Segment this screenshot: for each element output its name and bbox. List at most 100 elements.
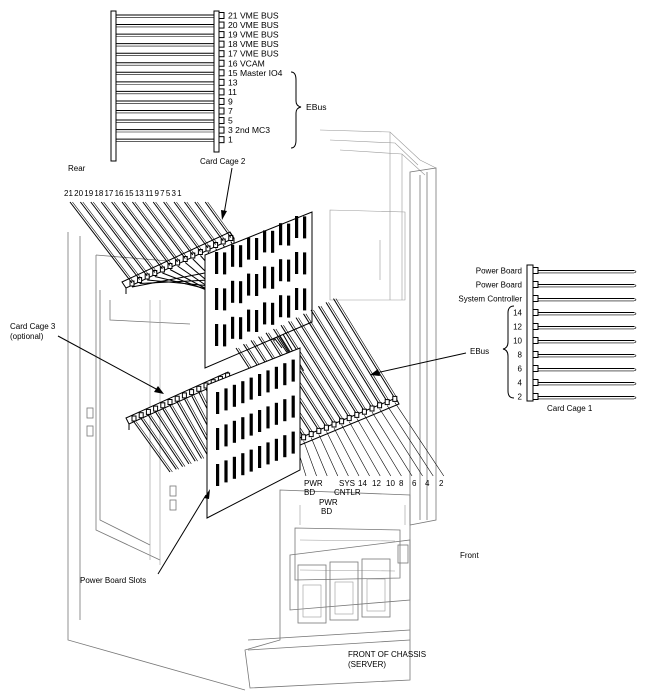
cage-wire [152, 201, 194, 256]
cage-wire [179, 402, 211, 456]
cage-wire [196, 201, 226, 242]
bottom-slot-labels: PWR BD SYS CNTLR 14 12 10 8 6 4 2 PWR BD [304, 479, 444, 516]
backplane-connector [249, 449, 253, 472]
backplane-connector [283, 435, 287, 458]
backplane-connector [224, 460, 228, 483]
card-slot-tab [175, 259, 181, 266]
backplane-connector [266, 442, 270, 465]
cage-wire [394, 402, 445, 477]
connector-pin [218, 59, 225, 67]
card-slot-tab [152, 270, 158, 276]
cage-wire [142, 201, 186, 259]
backplane-connector [231, 316, 235, 339]
backplane-connector [295, 252, 299, 274]
card-cage-3-arrowhead [154, 386, 164, 394]
card-slot-tab [301, 434, 307, 441]
cage-wire [113, 201, 166, 270]
slot-label: 17 VME BUS [228, 49, 279, 59]
cage-wire [133, 421, 171, 473]
cage-wire [172, 405, 205, 459]
connector-pin [532, 295, 539, 302]
cage-wire [144, 201, 188, 259]
connector-pin [218, 12, 225, 19]
card-slot-tab [361, 408, 367, 415]
rear-label: Rear [68, 164, 86, 173]
card-cage-2-arrowhead [221, 210, 227, 220]
line-end [633, 340, 637, 344]
card-slot-tab [331, 421, 337, 428]
slot-label: 8 [399, 479, 404, 488]
card-slot-tab [354, 411, 360, 418]
cage-wire [132, 201, 178, 263]
cage-wire [310, 437, 328, 477]
backplane-connector [287, 223, 291, 246]
card-slot-tab [308, 431, 314, 438]
backplane-connector [295, 216, 299, 238]
backplane-connector [283, 399, 287, 422]
slot-label: 21 VME BUS [228, 11, 279, 21]
cage-wire [328, 302, 390, 402]
slot-label: System Controller [458, 295, 522, 304]
connector-pin [218, 107, 225, 115]
slot-label: CNTLR [334, 488, 361, 497]
backplane-connector [266, 370, 270, 393]
line-end [633, 396, 637, 400]
slot-label: 7 [228, 106, 233, 116]
backplane-connector [249, 377, 253, 400]
slot-label: 8 [518, 351, 523, 360]
card-slot-tab [160, 402, 166, 409]
backplane-connector [215, 252, 219, 274]
backplane-connector [266, 406, 270, 429]
backplane-connector [263, 302, 267, 325]
connector-pin [532, 267, 539, 274]
card-slot-tab [153, 405, 159, 412]
backplane-connector [224, 388, 228, 411]
slot-label: 1 [228, 135, 233, 145]
cage-wire [124, 201, 173, 266]
cage-wire [310, 309, 373, 409]
cage-wire [103, 201, 158, 273]
backplane-connector [247, 273, 251, 296]
power-board-slots-arrow [157, 494, 207, 575]
power-board-slots-arrowhead [204, 489, 210, 499]
backplane-connector [224, 424, 228, 447]
slot-label: Power Board [476, 267, 522, 276]
line-end [633, 312, 637, 316]
cage-wire [140, 418, 177, 470]
line-end [633, 326, 637, 330]
cage-wire [162, 408, 196, 462]
cage-wire [164, 408, 198, 462]
slot-label: 2 [518, 393, 523, 402]
cage-wire [186, 201, 219, 245]
cage-wire [183, 201, 217, 245]
backplane-connector [263, 230, 267, 253]
backplane-connector [247, 309, 251, 332]
connector-pin [218, 21, 225, 29]
backplane-connector [291, 395, 295, 418]
slot-label: 9 [228, 96, 233, 106]
backplane-connector [215, 288, 219, 310]
connector-pin [218, 88, 225, 96]
card-slot-tab [384, 399, 390, 406]
backplane-connector [274, 366, 278, 389]
backplane-connector [231, 280, 235, 303]
rear-slot-numbers: 21 20 19 18 17 16 15 13 11 9 7 5 3 1 [64, 189, 182, 198]
slot-label: PWR [319, 498, 338, 507]
backplane-connector [271, 302, 275, 325]
cage-wire [163, 201, 201, 252]
backplane-connector [287, 295, 291, 318]
card-slot-tab [377, 402, 383, 409]
cage-wire [318, 305, 381, 406]
card-cage-3-label: Card Cage 3 [10, 322, 56, 331]
cage-wire [333, 298, 396, 399]
card-slot-tab [181, 392, 187, 399]
cage-wire [364, 415, 402, 477]
line-end [633, 270, 637, 274]
line-end [633, 298, 637, 302]
backplane-connector [287, 259, 291, 282]
ebus-label-top: EBus [306, 102, 327, 112]
cage-wire [288, 321, 350, 418]
backplane-connector [232, 456, 236, 479]
chassis-frame [67, 129, 437, 691]
